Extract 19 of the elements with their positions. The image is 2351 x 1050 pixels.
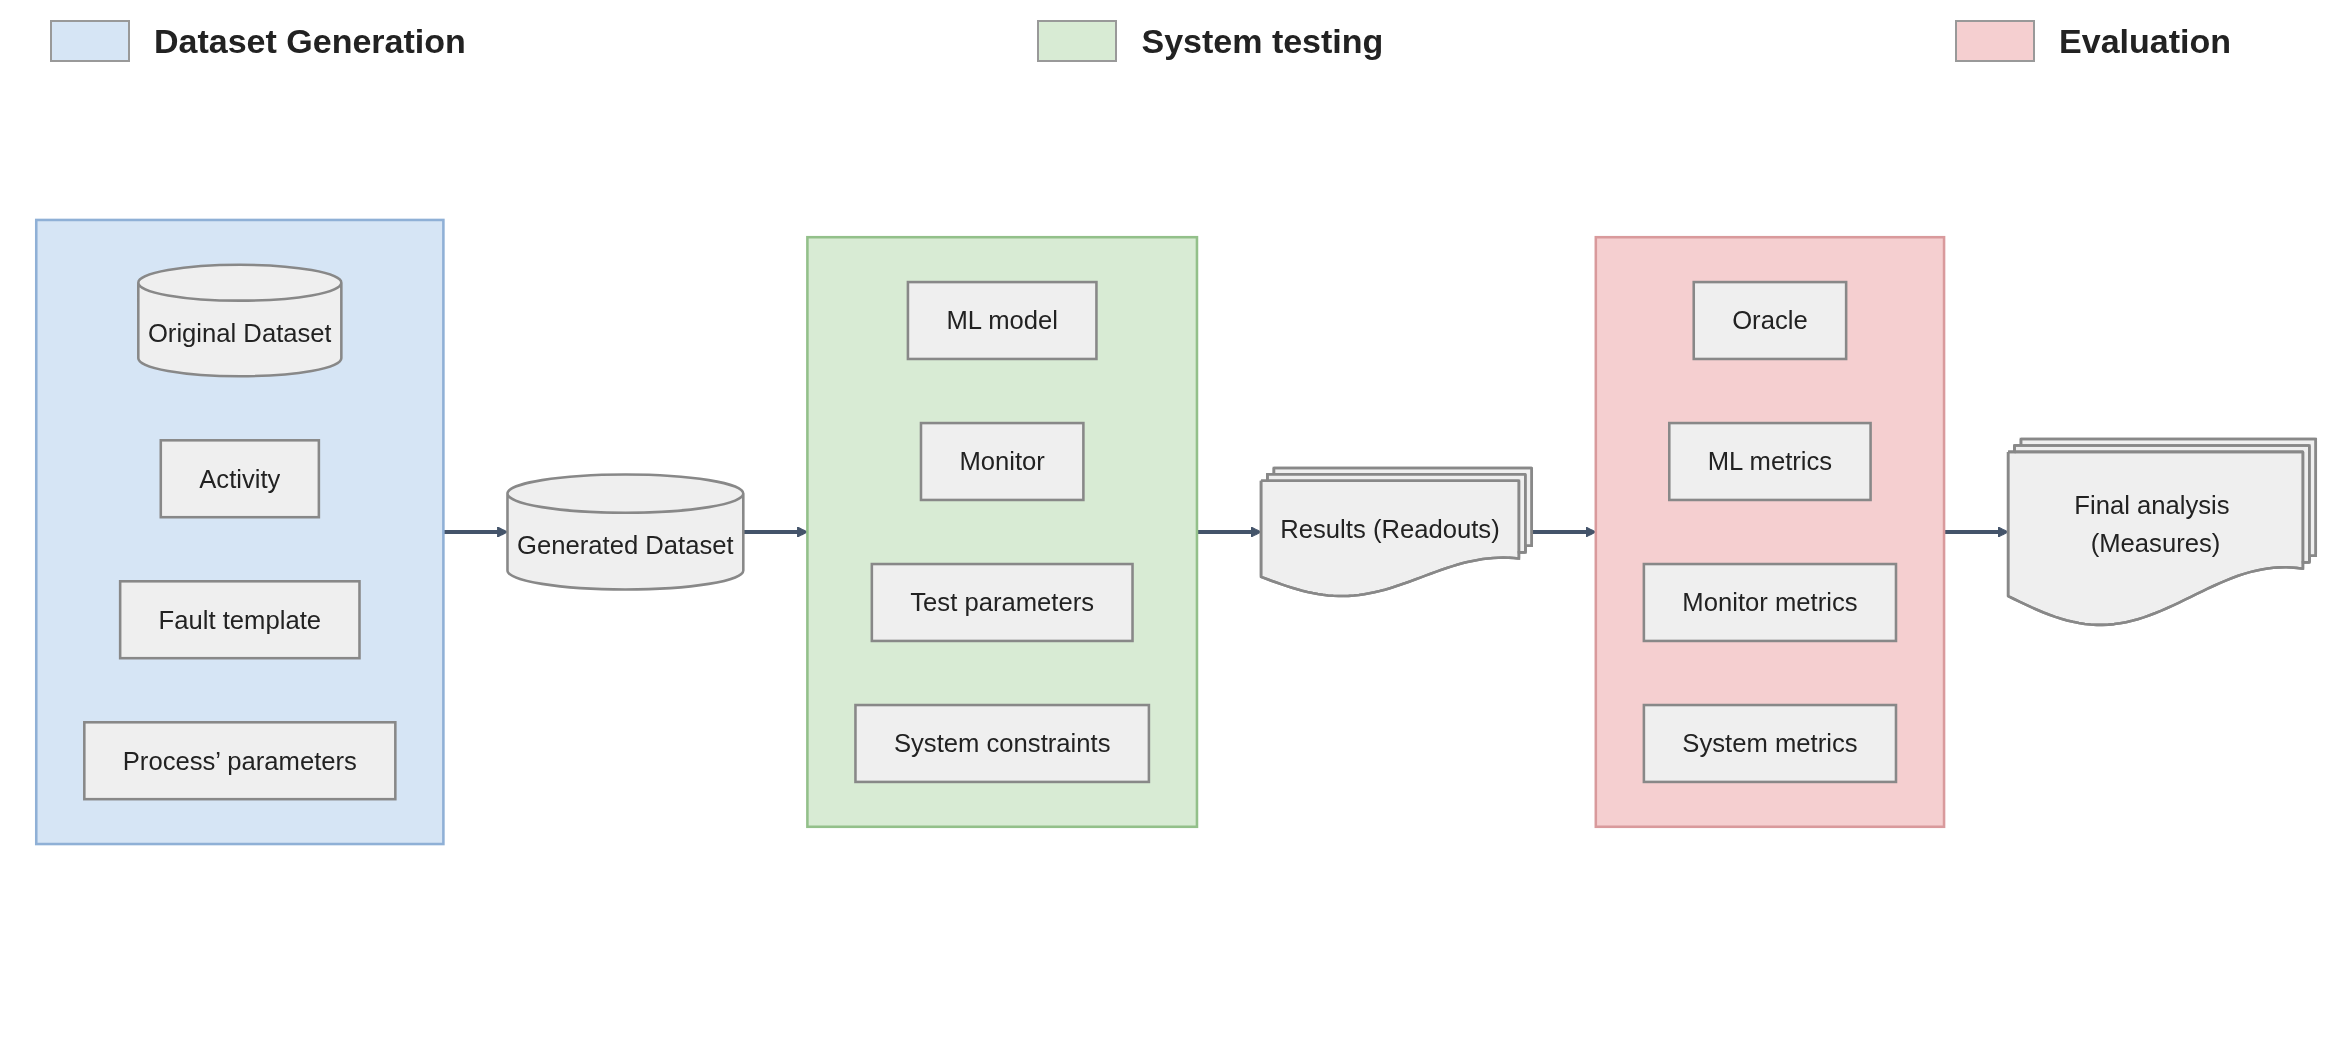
node-box: Monitor metrics: [1642, 562, 1897, 643]
arrow: [442, 526, 508, 538]
node-box: Test parameters: [870, 562, 1134, 643]
legend-label: System testing: [1141, 21, 1384, 61]
node-box: Process’ parameters: [82, 721, 397, 801]
legend-label: Evaluation: [2059, 21, 2231, 61]
node-box: System constraints: [853, 703, 1150, 784]
arrow: [1531, 526, 1596, 538]
node-box: System metrics: [1642, 703, 1897, 784]
node-box: ML model: [906, 280, 1098, 361]
node-box: Monitor: [919, 421, 1085, 502]
cluster: [34, 218, 445, 846]
node-box: Fault template: [118, 580, 361, 660]
node-box: Activity: [159, 439, 320, 519]
node-box: ML metrics: [1667, 421, 1872, 502]
cluster: [1594, 235, 1945, 829]
node-box: Oracle: [1691, 280, 1847, 361]
legend-label: Dataset Generation: [154, 21, 466, 61]
cluster: [805, 235, 1198, 829]
